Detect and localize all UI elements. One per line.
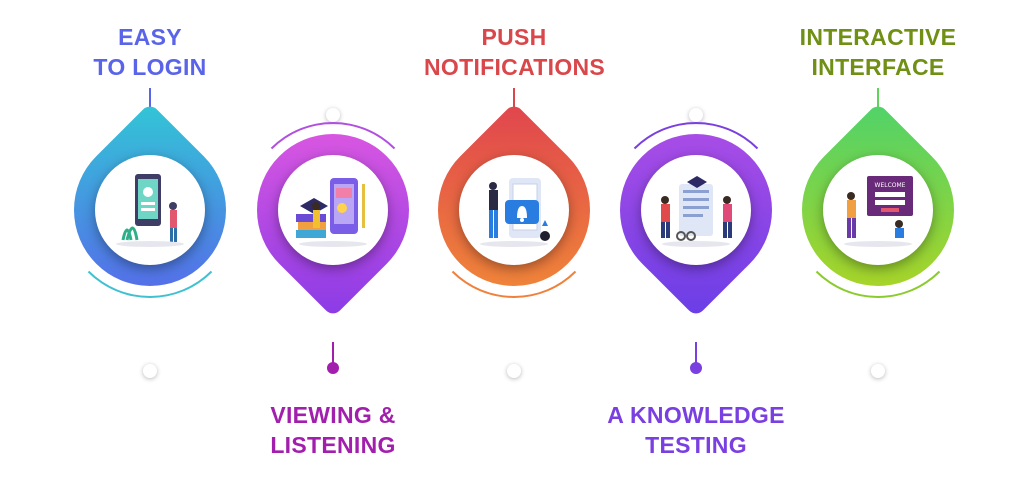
connector-line — [513, 88, 515, 110]
feature-label-line-1: PUSH — [481, 24, 547, 50]
feature-label: EASY TO LOGIN — [60, 22, 240, 82]
feature-label-line-1: A KNOWLEDGE — [607, 402, 785, 428]
feature-label-line-2: LISTENING — [270, 432, 396, 458]
feature-label: VIEWING & LISTENING — [243, 400, 423, 460]
feature-knowledge-testing: A KNOWLEDGE TESTING — [588, 0, 804, 480]
feature-interactive-interface: INTERACTIVE INTERFACE WELCOME — [770, 0, 986, 480]
connector-dot — [327, 362, 339, 374]
viewing-listening-illustration-icon — [296, 178, 367, 247]
feature-label-line-1: VIEWING & — [270, 402, 396, 428]
feature-viewing-listening: VIEWING & LISTENING — [225, 0, 441, 480]
feature-easy-to-login: EASY TO LOGIN — [42, 0, 258, 480]
feature-push-notifications: PUSH NOTIFICATIONS — [406, 0, 622, 480]
connector-line — [332, 342, 334, 368]
connector-line — [877, 88, 879, 110]
knowledge-testing-illustration-icon — [661, 176, 732, 247]
outer-arc — [426, 122, 602, 298]
feature-label: A KNOWLEDGE TESTING — [606, 400, 786, 460]
connector-line — [149, 88, 151, 110]
welcome-text: WELCOME — [875, 182, 906, 189]
feature-label-line-2: TO LOGIN — [93, 54, 207, 80]
outer-arc — [790, 122, 966, 298]
bottom-marker — [143, 364, 157, 378]
feature-label: INTERACTIVE INTERFACE — [788, 22, 968, 82]
bottom-marker — [871, 364, 885, 378]
push-notification-illustration-icon — [480, 178, 550, 247]
outer-arc — [245, 122, 421, 298]
feature-label-line-1: EASY — [118, 24, 182, 50]
outer-arc — [62, 122, 238, 298]
top-marker — [326, 108, 340, 122]
feature-label-line-2: TESTING — [645, 432, 747, 458]
connector-line — [695, 342, 697, 368]
login-illustration-icon — [116, 174, 184, 247]
bottom-marker — [507, 364, 521, 378]
feature-label-line-2: NOTIFICATIONS — [424, 54, 606, 80]
top-marker — [689, 108, 703, 122]
outer-arc — [608, 122, 784, 298]
interactive-interface-illustration-icon: WELCOME — [844, 176, 913, 247]
connector-dot — [690, 362, 702, 374]
feature-label-line-2: INTERFACE — [811, 54, 945, 80]
feature-label-line-1: INTERACTIVE — [799, 24, 957, 50]
feature-label: PUSH NOTIFICATIONS — [424, 22, 606, 82]
